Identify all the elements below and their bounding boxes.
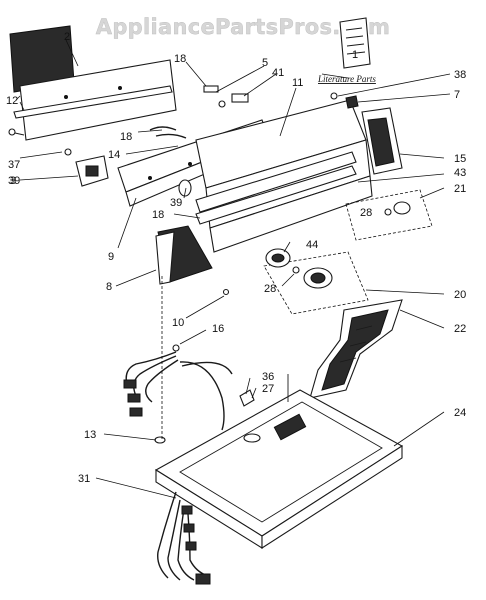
console-top [195,99,373,253]
callout-8: 8 [106,281,112,293]
grommet-13 [154,436,166,444]
literature-parts-label: Literature Parts [317,74,376,84]
callout-18-low: 18 [152,209,164,221]
knob-group-21 [345,189,433,241]
callout-15: 15 [454,153,466,165]
callout-2: 2 [64,31,70,43]
callout-43: 43 [454,167,466,179]
callout-21: 21 [454,183,466,195]
callout-7: 7 [454,89,460,101]
control-switch [64,148,109,187]
console-end-cap [155,225,213,285]
rear-control-panel [9,25,177,141]
callout-38: 38 [454,69,466,81]
callout-16: 16 [212,323,224,335]
knob-group-20 [263,251,369,315]
top-panel [154,389,404,550]
screw-38-7 [330,92,359,109]
callout-37: 37 [8,159,20,171]
callout-22: 22 [454,323,466,335]
callout-10: 10 [172,317,184,329]
callout-39-center: 39 [170,197,182,209]
right-end-cap [361,107,403,175]
callout-13: 13 [84,429,96,441]
callout-1: 1 [352,49,358,61]
hardware-5-41 [203,85,249,108]
callout-44: 44 [306,239,318,251]
callout-5: 5 [262,57,268,69]
callout-36: 36 [262,371,274,383]
literature-booklet [339,17,371,69]
callout-11: 11 [292,77,303,89]
callout-28-right: 28 [360,207,372,219]
screw-10 [222,288,230,296]
callout-12: 12 [6,95,18,107]
leader-lines [19,39,451,499]
knob-21 [384,201,411,216]
callout-18-top: 18 [174,53,186,65]
bezel-44 [265,248,291,268]
callout-labels: 1 2 3 5 7 8 9 10 11 12 13 14 15 16 18 18… [6,31,466,485]
callout-39-left: 39 [8,175,20,187]
callout-27: 27 [262,383,274,395]
callout-3: 3 [10,175,16,187]
callout-31: 31 [78,473,90,485]
callout-14: 14 [108,149,120,161]
callout-18-mid: 18 [120,131,132,143]
wire-harness-upper [123,344,233,431]
lint-duct [309,299,403,399]
callout-24: 24 [454,407,466,419]
callout-28-center: 28 [264,283,276,295]
callout-41: 41 [272,67,284,79]
screw-37 [8,128,25,136]
knob-20 [292,266,333,289]
wire-harness-lower [157,491,211,585]
callout-9: 9 [108,251,114,263]
callout-20: 20 [454,289,466,301]
